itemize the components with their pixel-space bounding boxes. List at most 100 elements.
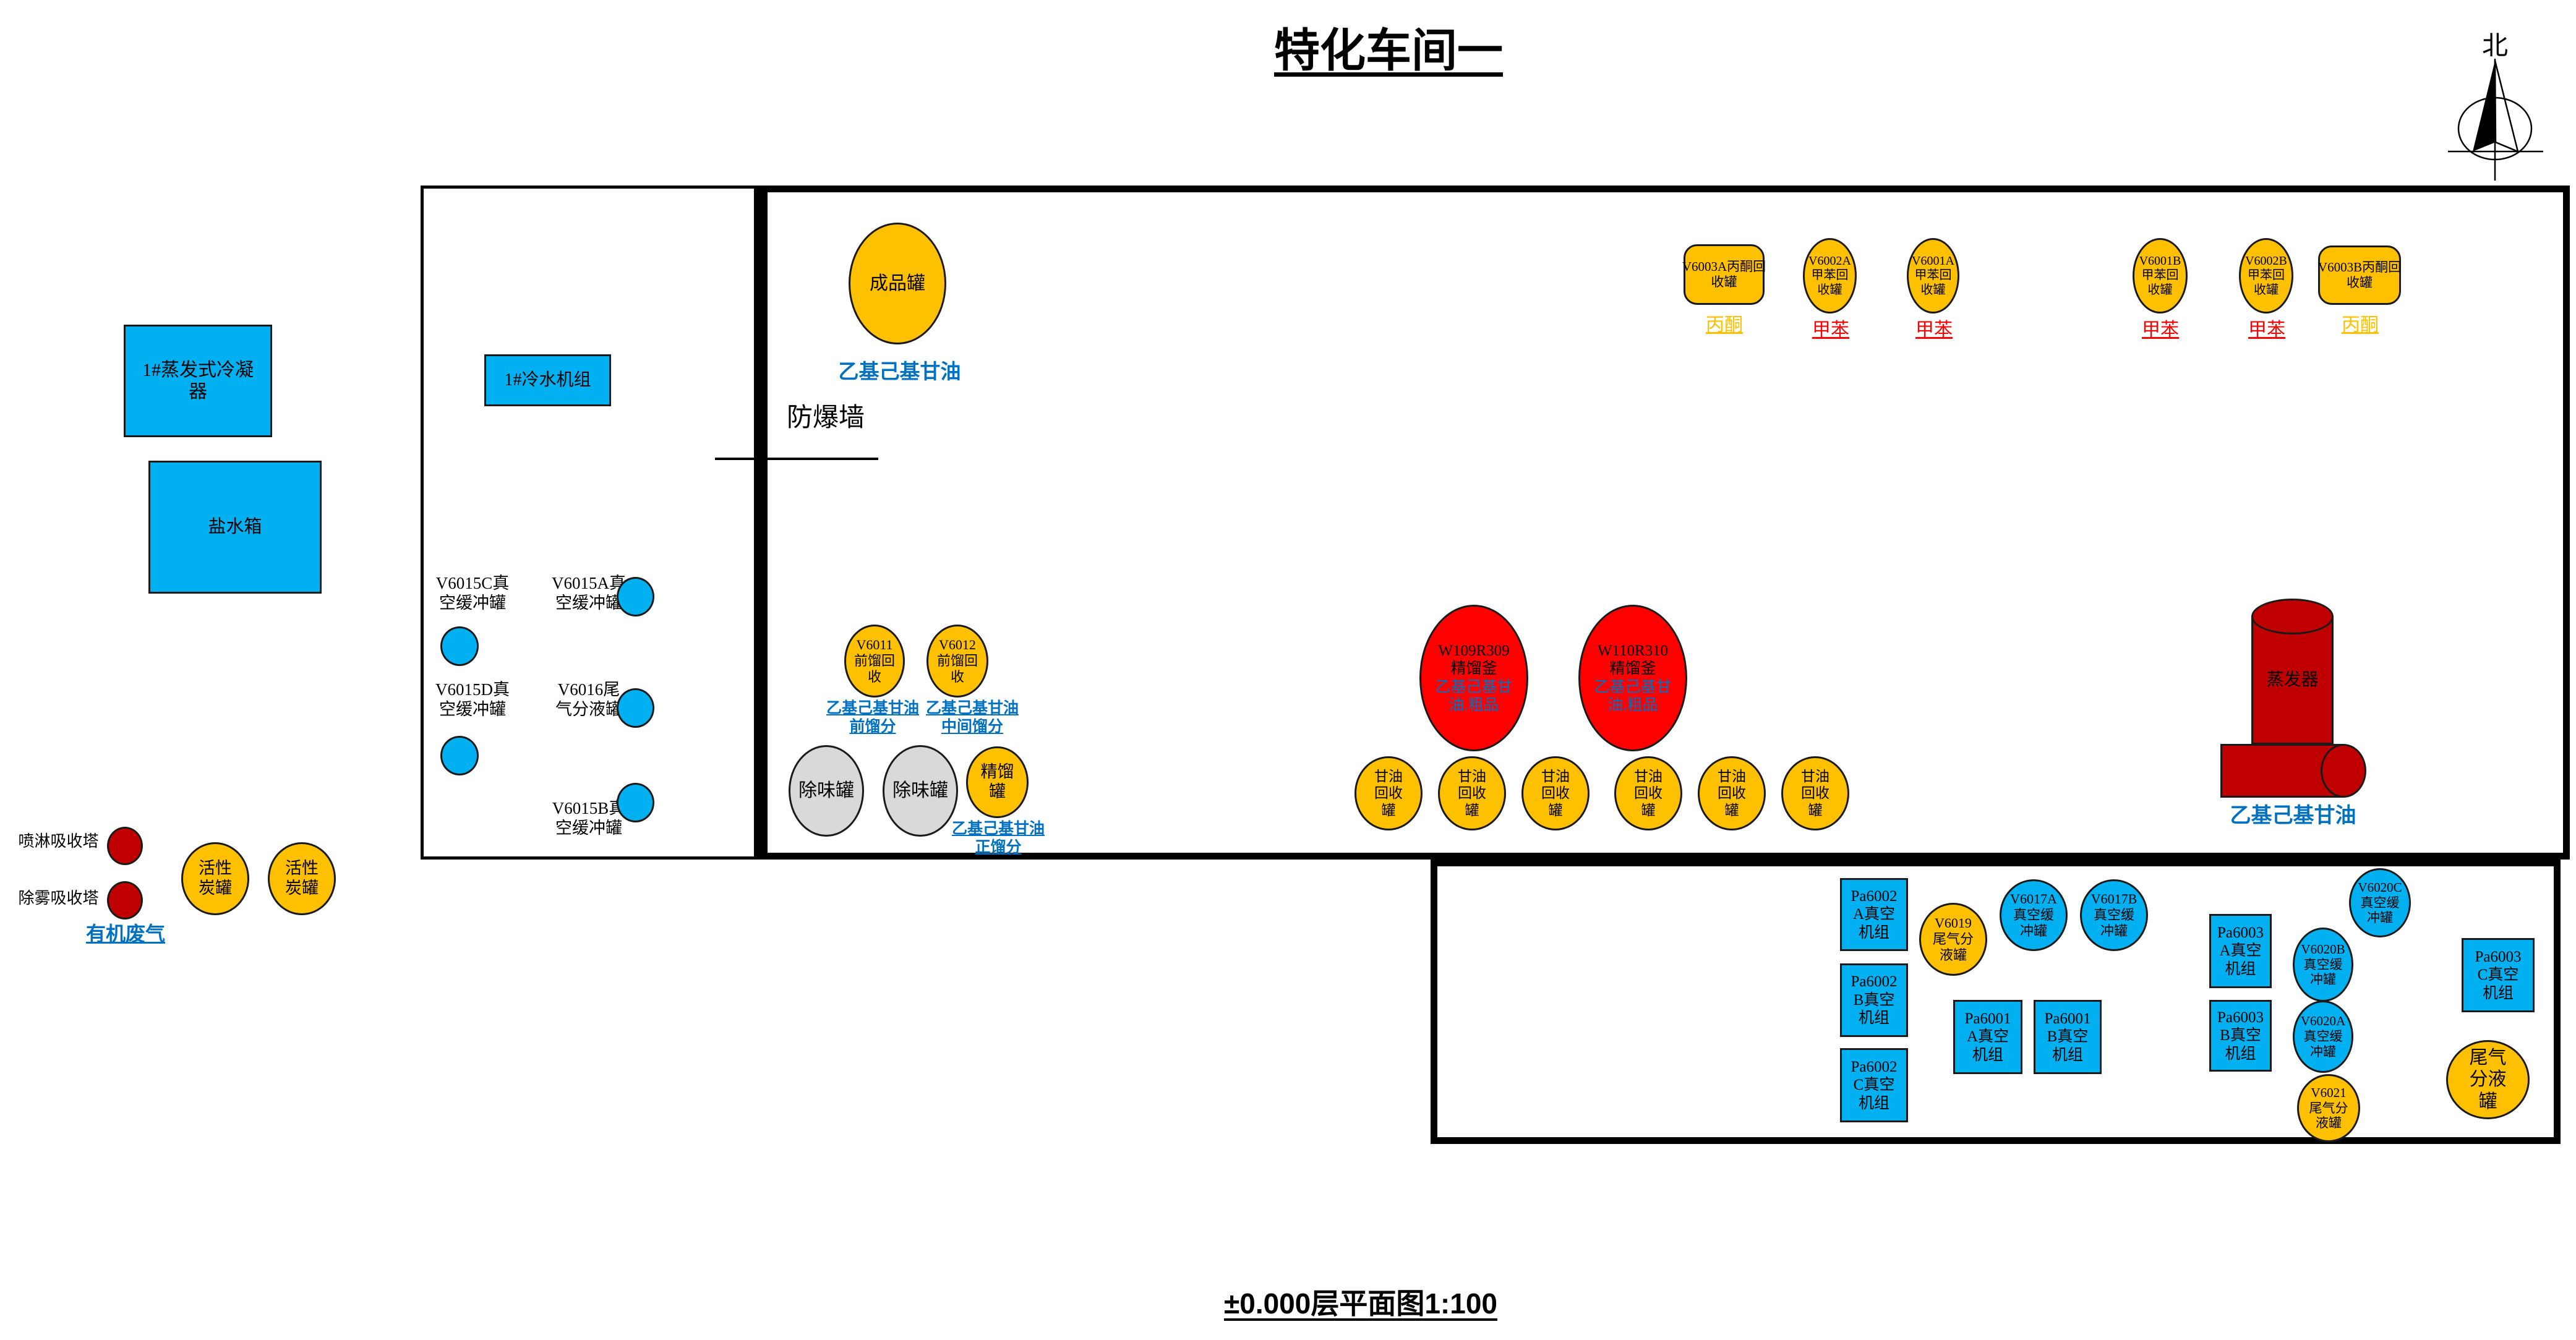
pa6003b-vacuum-unit-text: B真空 [2220, 1027, 2261, 1044]
glycerol-recovery-tank-5: 甘油回收罐 [1698, 756, 1766, 830]
pa6002b-vacuum-unit-text: Pa6002 [1851, 973, 1898, 991]
product-name-label-1-text: 乙基己基甘油 [838, 361, 961, 383]
pa6001b-vacuum-unit-text: Pa6001 [2044, 1010, 2091, 1027]
acetone-label-1-text: 丙酮 [1706, 315, 1743, 335]
rectification-tank-text: 精馏 [980, 762, 1014, 782]
toluene-label-2-text: 甲苯 [1915, 320, 1953, 340]
pa6001b-vacuum-unit-text: B真空 [2047, 1028, 2089, 1046]
glycerol-recovery-tank-3-text: 甘油 [1541, 769, 1570, 785]
pa6002b-vacuum-unit-text: B真空 [1853, 991, 1895, 1009]
rectification-tank: 精馏罐 [966, 746, 1029, 818]
v6003a-acetone-tank-text: 收罐 [1711, 275, 1737, 289]
v6020c-buffer-tank-text: V6020C [2358, 879, 2402, 895]
chiller-unit: 1#冷水机组 [484, 354, 611, 406]
page-title: 特化车间一 [1274, 25, 1503, 76]
evaporator-body: 蒸发器 [2251, 616, 2334, 745]
v6021-separator-tank-text: 尾气分 [2309, 1100, 2348, 1116]
evaporator-right-cap [2321, 744, 2366, 798]
middle-fraction-label-text: 乙基己基甘油 [925, 700, 1019, 717]
v6015b-buffer-tank [617, 783, 654, 822]
glycerol-recovery-tank-1-text: 甘油 [1374, 769, 1403, 785]
pa6002c-vacuum-unit-text: 机组 [1858, 1095, 1889, 1112]
w109r309-still-text: 油.粗品 [1448, 697, 1499, 714]
glycerol-recovery-tank-2-text: 甘油 [1458, 769, 1486, 785]
v6001b-toluene-tank-text: V6001B [2139, 254, 2181, 268]
pa6003c-vacuum-unit-text: C真空 [2477, 967, 2519, 984]
evaporator-body-text: 蒸发器 [2266, 670, 2319, 690]
finished-product-tank: 成品罐 [849, 223, 946, 344]
acetone-label-1: 丙酮 [1700, 314, 1749, 336]
v6015c-label: V6015C真空缓冲罐 [426, 574, 520, 613]
v6002b-toluene-tank-text: 甲苯回 [2248, 268, 2285, 283]
acetone-label-2: 丙酮 [2335, 314, 2385, 336]
v6015a-label-text: 空缓冲罐 [555, 593, 622, 612]
pa6003c-vacuum-unit-text: Pa6003 [2475, 948, 2522, 965]
pa6003c-vacuum-unit-text: 机组 [2482, 984, 2514, 1002]
blast-wall-leader-line [715, 458, 878, 460]
front-fraction-label-text: 乙基己基甘油 [826, 700, 919, 717]
v6015a-buffer-tank [617, 577, 654, 617]
spray-absorber-label: 喷淋吸收塔 [14, 832, 103, 851]
v6019-separator-tank-text: 尾气分 [1932, 931, 1974, 947]
v6001a-toluene-tank-text: V6001A [1912, 254, 1954, 268]
v6012-forecut-tank-text: 收 [950, 668, 964, 685]
w110r310-still-text: 精馏釜 [1609, 660, 1656, 677]
v6020a-buffer-tank-text: 真空缓 [2303, 1029, 2343, 1044]
deodorize-tank-1-text: 除味罐 [798, 780, 854, 801]
glycerol-recovery-tank-3-text: 回收 [1541, 785, 1570, 801]
v6015d-buffer-tank [440, 736, 479, 775]
activated-carbon-tank-1-text: 活性 [199, 859, 232, 878]
w109r309-still-text: 乙基己基甘 [1435, 678, 1513, 696]
v6020b-buffer-tank-text: V6020B [2301, 941, 2345, 957]
v6015b-label-text: V6015B真 [552, 799, 626, 817]
glycerol-recovery-tank-6-text: 甘油 [1801, 769, 1829, 785]
v6017a-buffer-tank-text: 真空缓 [2013, 907, 2054, 923]
v6002b-toluene-tank-text: V6002B [2245, 254, 2287, 268]
activated-carbon-tank-2: 活性炭罐 [268, 842, 336, 915]
activated-carbon-tank-2-text: 活性 [285, 859, 319, 878]
chiller-unit-text: 1#冷水机组 [504, 370, 591, 390]
glycerol-recovery-tank-3-text: 罐 [1548, 802, 1563, 818]
v6011-forecut-tank-text: V6011 [856, 637, 893, 653]
pa6002a-vacuum-unit-text: Pa6002 [1851, 887, 1898, 905]
spray-absorber-tower [107, 827, 143, 865]
acetone-label-2-text: 丙酮 [2342, 315, 2379, 335]
tail-gas-separator-tank-text: 罐 [2478, 1091, 2497, 1112]
v6015a-label: V6015A真空缓冲罐 [542, 574, 636, 613]
pa6002b-vacuum-unit-text: 机组 [1858, 1010, 1889, 1027]
pa6002a-vacuum-unit-text: A真空 [1852, 906, 1896, 923]
normal-fraction-label-text: 正馏分 [975, 839, 1022, 856]
v6003a-acetone-tank: V6003A丙酮回收罐 [1682, 244, 1766, 305]
product-name-label-2: 乙基己基甘油 [2217, 804, 2369, 829]
v6002a-toluene-tank-text: V6002A [1808, 254, 1851, 268]
demist-absorber-tower [107, 881, 143, 920]
pa6003a-vacuum-unit-text: A真空 [2219, 942, 2262, 960]
brine-tank-text: 盐水箱 [208, 517, 262, 537]
pa6003b-vacuum-unit-text: Pa6003 [2217, 1009, 2264, 1026]
v6015d-label-text: V6015D真 [435, 680, 510, 699]
toluene-label-4-text: 甲苯 [2248, 320, 2285, 340]
w109r309-still-text: 精馏釜 [1450, 660, 1497, 677]
pa6002c-vacuum-unit-text: C真空 [1853, 1077, 1895, 1094]
v6015c-label-text: V6015C真 [435, 574, 510, 592]
pa6001a-vacuum-unit-text: A真空 [1966, 1028, 2009, 1046]
blast-wall [754, 186, 765, 860]
v6001a-toluene-tank-text: 收罐 [1920, 283, 1946, 297]
glycerol-recovery-tank-4-text: 罐 [1641, 802, 1656, 818]
v6020c-buffer-tank-text: 真空缓 [2360, 895, 2400, 910]
v6016-label-text: 气分液罐 [555, 699, 622, 719]
v6017b-buffer-tank-text: 真空缓 [2093, 907, 2134, 923]
pa6003b-vacuum-unit-text: 机组 [2225, 1045, 2256, 1062]
product-name-label-1: 乙基己基甘油 [836, 361, 963, 385]
glycerol-recovery-tank-4-text: 甘油 [1634, 769, 1662, 785]
